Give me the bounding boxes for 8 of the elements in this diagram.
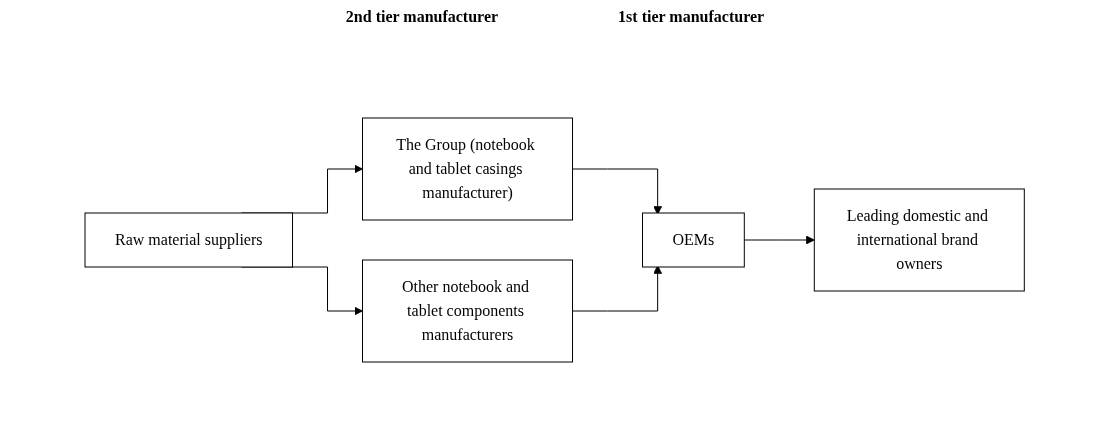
- arrow: [572, 168, 663, 215]
- column-heading: 2nd tier manufacturer: [345, 8, 499, 27]
- node-box: Other notebook and tablet components manufacturers: [362, 259, 574, 363]
- node-box: OEMs: [642, 212, 746, 268]
- node-box: Leading domestic and international brand owners: [814, 188, 1026, 292]
- column-heading: 1st tier manufacturer: [618, 8, 765, 27]
- node-box: The Group (notebook and tablet casings manufacturer): [362, 117, 574, 221]
- node-box: Raw material suppliers: [84, 212, 294, 268]
